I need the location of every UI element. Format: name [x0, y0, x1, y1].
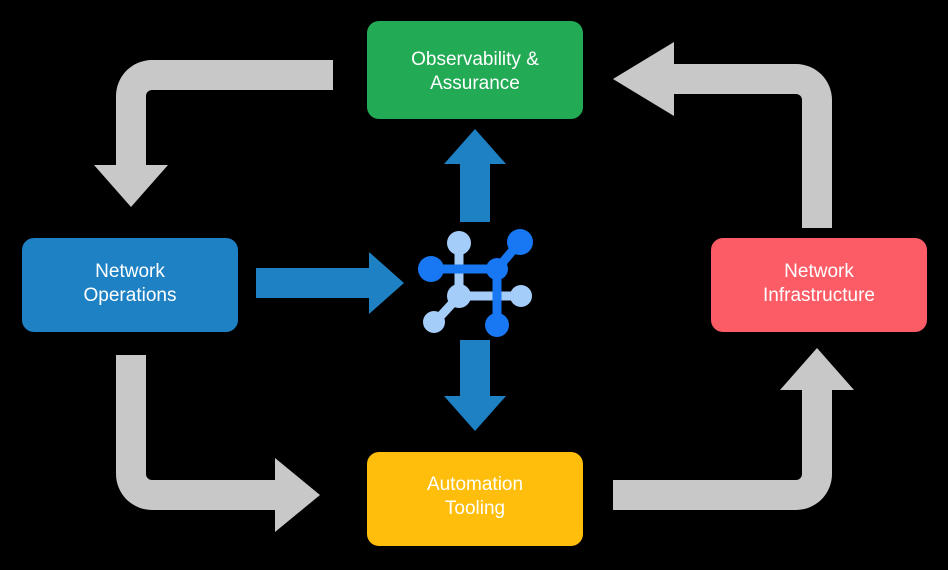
gray-arrow-operations-to-automation [116, 355, 320, 532]
node-box-observability[interactable]: Observability & Assurance [367, 21, 583, 119]
gray-arrow-observability-to-operations [94, 60, 333, 207]
node-box-observability-label-line2: Assurance [430, 73, 520, 94]
node-box-automation-tooling-rect [367, 452, 583, 546]
node-box-network-operations-rect [22, 238, 238, 332]
node-box-automation-tooling-label-line2: Tooling [445, 498, 505, 519]
blue-arrow-center-to-observability [444, 129, 506, 222]
node-box-observability-label-line1: Observability & [411, 49, 539, 70]
node-box-network-infrastructure[interactable]: Network Infrastructure [711, 238, 927, 332]
node-box-network-operations-label-line1: Network [95, 261, 165, 282]
node-box-network-operations-label-line2: Operations [84, 285, 177, 306]
node-box-network-infrastructure-label-line2: Infrastructure [763, 285, 875, 306]
network-topology-icon [418, 229, 533, 337]
node-box-network-infrastructure-label-line1: Network [784, 261, 854, 282]
node-box-network-operations[interactable]: Network Operations [22, 238, 238, 332]
node-box-observability-rect [367, 21, 583, 119]
blue-arrow-operations-to-center [256, 252, 404, 314]
gray-arrow-infrastructure-to-observability [613, 42, 832, 228]
node-box-automation-tooling[interactable]: Automation Tooling [367, 452, 583, 546]
node-box-automation-tooling-label-line1: Automation [427, 474, 523, 495]
node-box-network-infrastructure-rect [711, 238, 927, 332]
blue-arrow-center-to-automation [444, 340, 506, 431]
gray-arrow-automation-to-infrastructure [613, 348, 854, 510]
